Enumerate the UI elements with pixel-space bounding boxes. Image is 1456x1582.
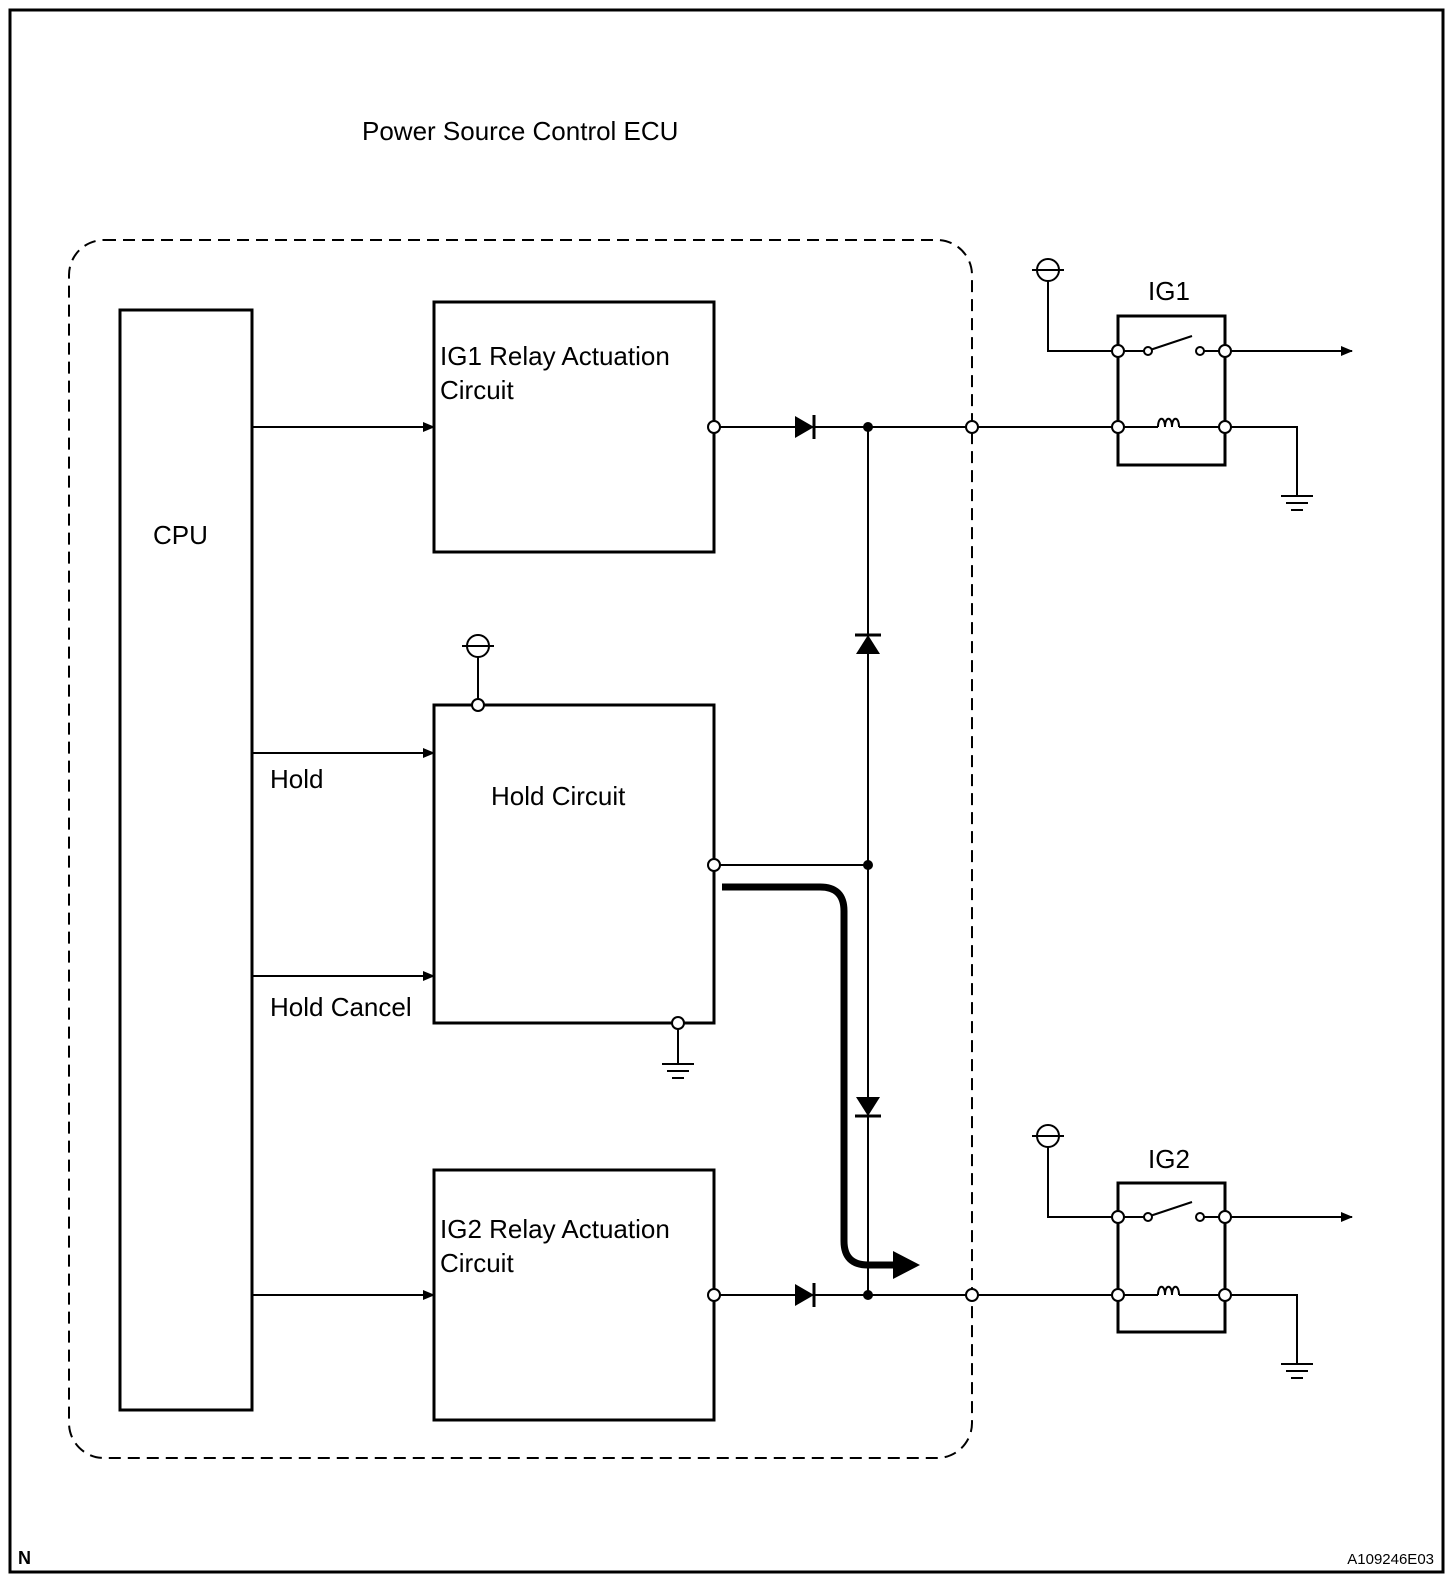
ig2-circuit-line1: IG2 Relay Actuation [440, 1214, 670, 1244]
ecu-title: Power Source Control ECU [362, 116, 678, 146]
ig1-ground-wire [1225, 426, 1298, 496]
terminal [1218, 1210, 1232, 1224]
ig1-relay-actuation-circuit [432, 300, 716, 554]
junction-dot [863, 860, 873, 870]
ig2-relay-label: IG2 [1148, 1144, 1190, 1174]
terminal [1111, 1288, 1125, 1302]
hold-circuit-label: Hold Circuit [491, 781, 626, 811]
ig1-diode [795, 415, 816, 439]
ecu-boundary [68, 239, 973, 1459]
ig2-ground-wire [1225, 1294, 1298, 1364]
junction-dot [863, 422, 873, 432]
ig2-relay-actuation-circuit [432, 1168, 716, 1422]
figure-code: A109246E03 [1347, 1551, 1434, 1568]
ig2-power-supply-icon [1032, 1124, 1064, 1148]
ig1-circuit-line1: IG1 Relay Actuation [440, 341, 670, 371]
upper-bus-diode [855, 633, 881, 654]
ig2-relay-coil [1118, 1285, 1225, 1296]
terminal [1111, 1210, 1125, 1224]
terminal [707, 858, 721, 872]
current-flow-arrow [722, 883, 895, 1269]
hold-cancel-signal-label: Hold Cancel [270, 992, 412, 1022]
ig2-relay [1116, 1181, 1227, 1334]
terminal [965, 1288, 979, 1302]
ig1-power-supply-icon [1032, 258, 1064, 282]
terminal [671, 1016, 685, 1030]
ig2-ground-icon [1281, 1363, 1313, 1379]
current-flow-arrowhead [893, 1251, 920, 1279]
cpu-label: CPU [153, 520, 208, 550]
terminal [1218, 344, 1232, 358]
hold-power-supply-icon [462, 634, 494, 658]
lower-bus-diode [855, 1097, 881, 1118]
terminal [471, 698, 485, 712]
terminal [965, 420, 979, 434]
terminal [707, 1288, 721, 1302]
terminal [1111, 420, 1125, 434]
ig2-relay-switch [1118, 1201, 1225, 1222]
outer-frame [8, 8, 1445, 1574]
ig2-supply-wire [1047, 1147, 1118, 1218]
cpu-block [118, 308, 254, 1412]
ig2-diode [795, 1283, 816, 1307]
ig1-relay-coil [1118, 417, 1225, 428]
hold-signal-label: Hold [270, 764, 323, 794]
terminals [471, 344, 1232, 1302]
ig1-relay [1116, 314, 1227, 467]
ig2-circuit-line2: Circuit [440, 1248, 514, 1278]
ig1-circuit-label: IG1 Relay Actuation Circuit [440, 341, 677, 405]
hold-ground-icon [662, 1063, 694, 1079]
ig1-relay-switch [1118, 335, 1225, 356]
terminal [1111, 344, 1125, 358]
terminal [707, 420, 721, 434]
hold-circuit-block [432, 703, 716, 1025]
ig2-circuit-label: IG2 Relay Actuation Circuit [440, 1214, 677, 1278]
ig1-ground-icon [1281, 495, 1313, 511]
ig1-circuit-line2: Circuit [440, 375, 514, 405]
terminal [1218, 420, 1232, 434]
ig1-supply-wire [1047, 281, 1118, 352]
ig1-relay-label: IG1 [1148, 276, 1190, 306]
terminal [1218, 1288, 1232, 1302]
junction-dot [863, 1290, 873, 1300]
corner-label-n: N [18, 1548, 31, 1568]
